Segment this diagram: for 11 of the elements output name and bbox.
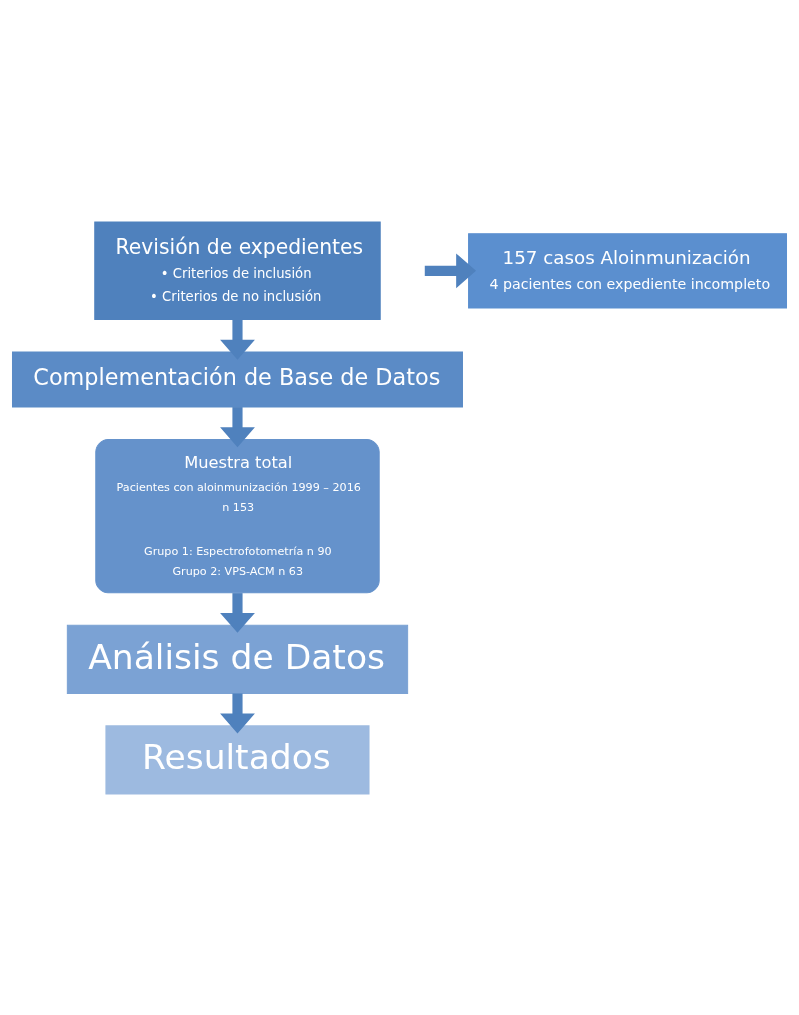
node-box: 157 casos Aloinmunización 4 pacientes con expediente incompleto bbox=[468, 232, 787, 308]
node-box: Análisis de Datos bbox=[66, 624, 409, 694]
node-box: Complementación de Base de Datos bbox=[12, 351, 463, 407]
node-box: Muestra total Pacientes con aloinmunización 1999 – 2016 n 153 Grupo 1: Espectrofotometría n 90 Grupo 2: VPS-ACM n 63 bbox=[95, 438, 380, 593]
arrow bbox=[220, 319, 255, 360]
arrow bbox=[424, 252, 477, 288]
node-box: Resultados bbox=[105, 724, 370, 794]
arrow bbox=[220, 406, 255, 447]
node-box: Revisión de expedientes • Criterios de inclusión • Criterios de no inclusión bbox=[94, 221, 381, 320]
arrow bbox=[220, 592, 255, 633]
arrow bbox=[220, 692, 255, 733]
